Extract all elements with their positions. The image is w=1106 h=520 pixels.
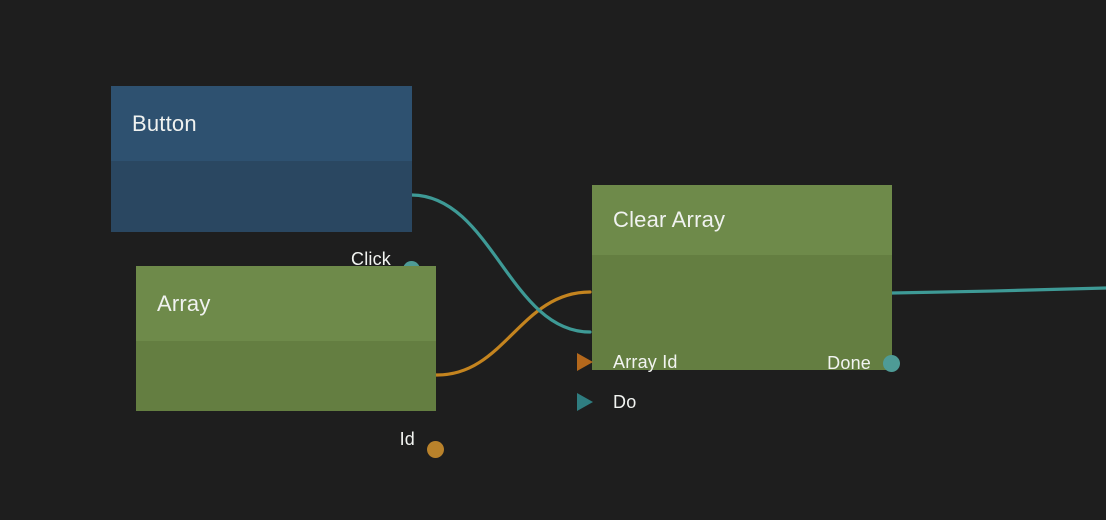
output-port-click-label: Click xyxy=(351,249,391,269)
input-port-array-id-label: Array Id xyxy=(613,352,678,372)
output-pin-id-circle-icon[interactable] xyxy=(427,441,444,458)
output-port-id-label: Id xyxy=(399,429,415,449)
node-button-title: Button xyxy=(132,110,197,136)
output-port-click[interactable]: Click xyxy=(351,247,391,271)
input-pin-array-id-arrow-icon[interactable] xyxy=(577,353,593,371)
edge-done-to-offscreen xyxy=(890,286,1106,295)
node-array[interactable]: Array Id xyxy=(136,266,444,458)
output-pin-done-circle-icon[interactable] xyxy=(883,354,900,372)
node-array-body: Id xyxy=(136,341,444,458)
node-clear-array[interactable]: Clear Array Array Id Do Done xyxy=(577,185,900,411)
output-port-done-label: Done xyxy=(827,353,871,373)
output-port-done[interactable]: Done xyxy=(827,351,871,375)
edge-id-to-array-id xyxy=(434,290,592,377)
output-port-id[interactable]: Id xyxy=(400,427,415,451)
input-port-do[interactable]: Do xyxy=(613,390,636,414)
node-button-header[interactable]: Button xyxy=(111,86,412,161)
input-port-array-id[interactable]: Array Id xyxy=(613,350,678,374)
edge-click-to-do xyxy=(410,193,592,334)
input-pin-do-arrow-icon[interactable] xyxy=(577,393,593,411)
node-button-body: Click xyxy=(111,161,420,278)
node-clear-array-header[interactable]: Clear Array xyxy=(592,185,892,255)
node-array-title: Array xyxy=(157,290,211,316)
node-clear-array-body: Array Id Do Done xyxy=(577,255,900,411)
node-clear-array-title: Clear Array xyxy=(613,207,726,232)
input-port-do-label: Do xyxy=(613,392,637,412)
node-array-header[interactable]: Array xyxy=(136,266,436,341)
node-button[interactable]: Button Click xyxy=(111,86,420,278)
